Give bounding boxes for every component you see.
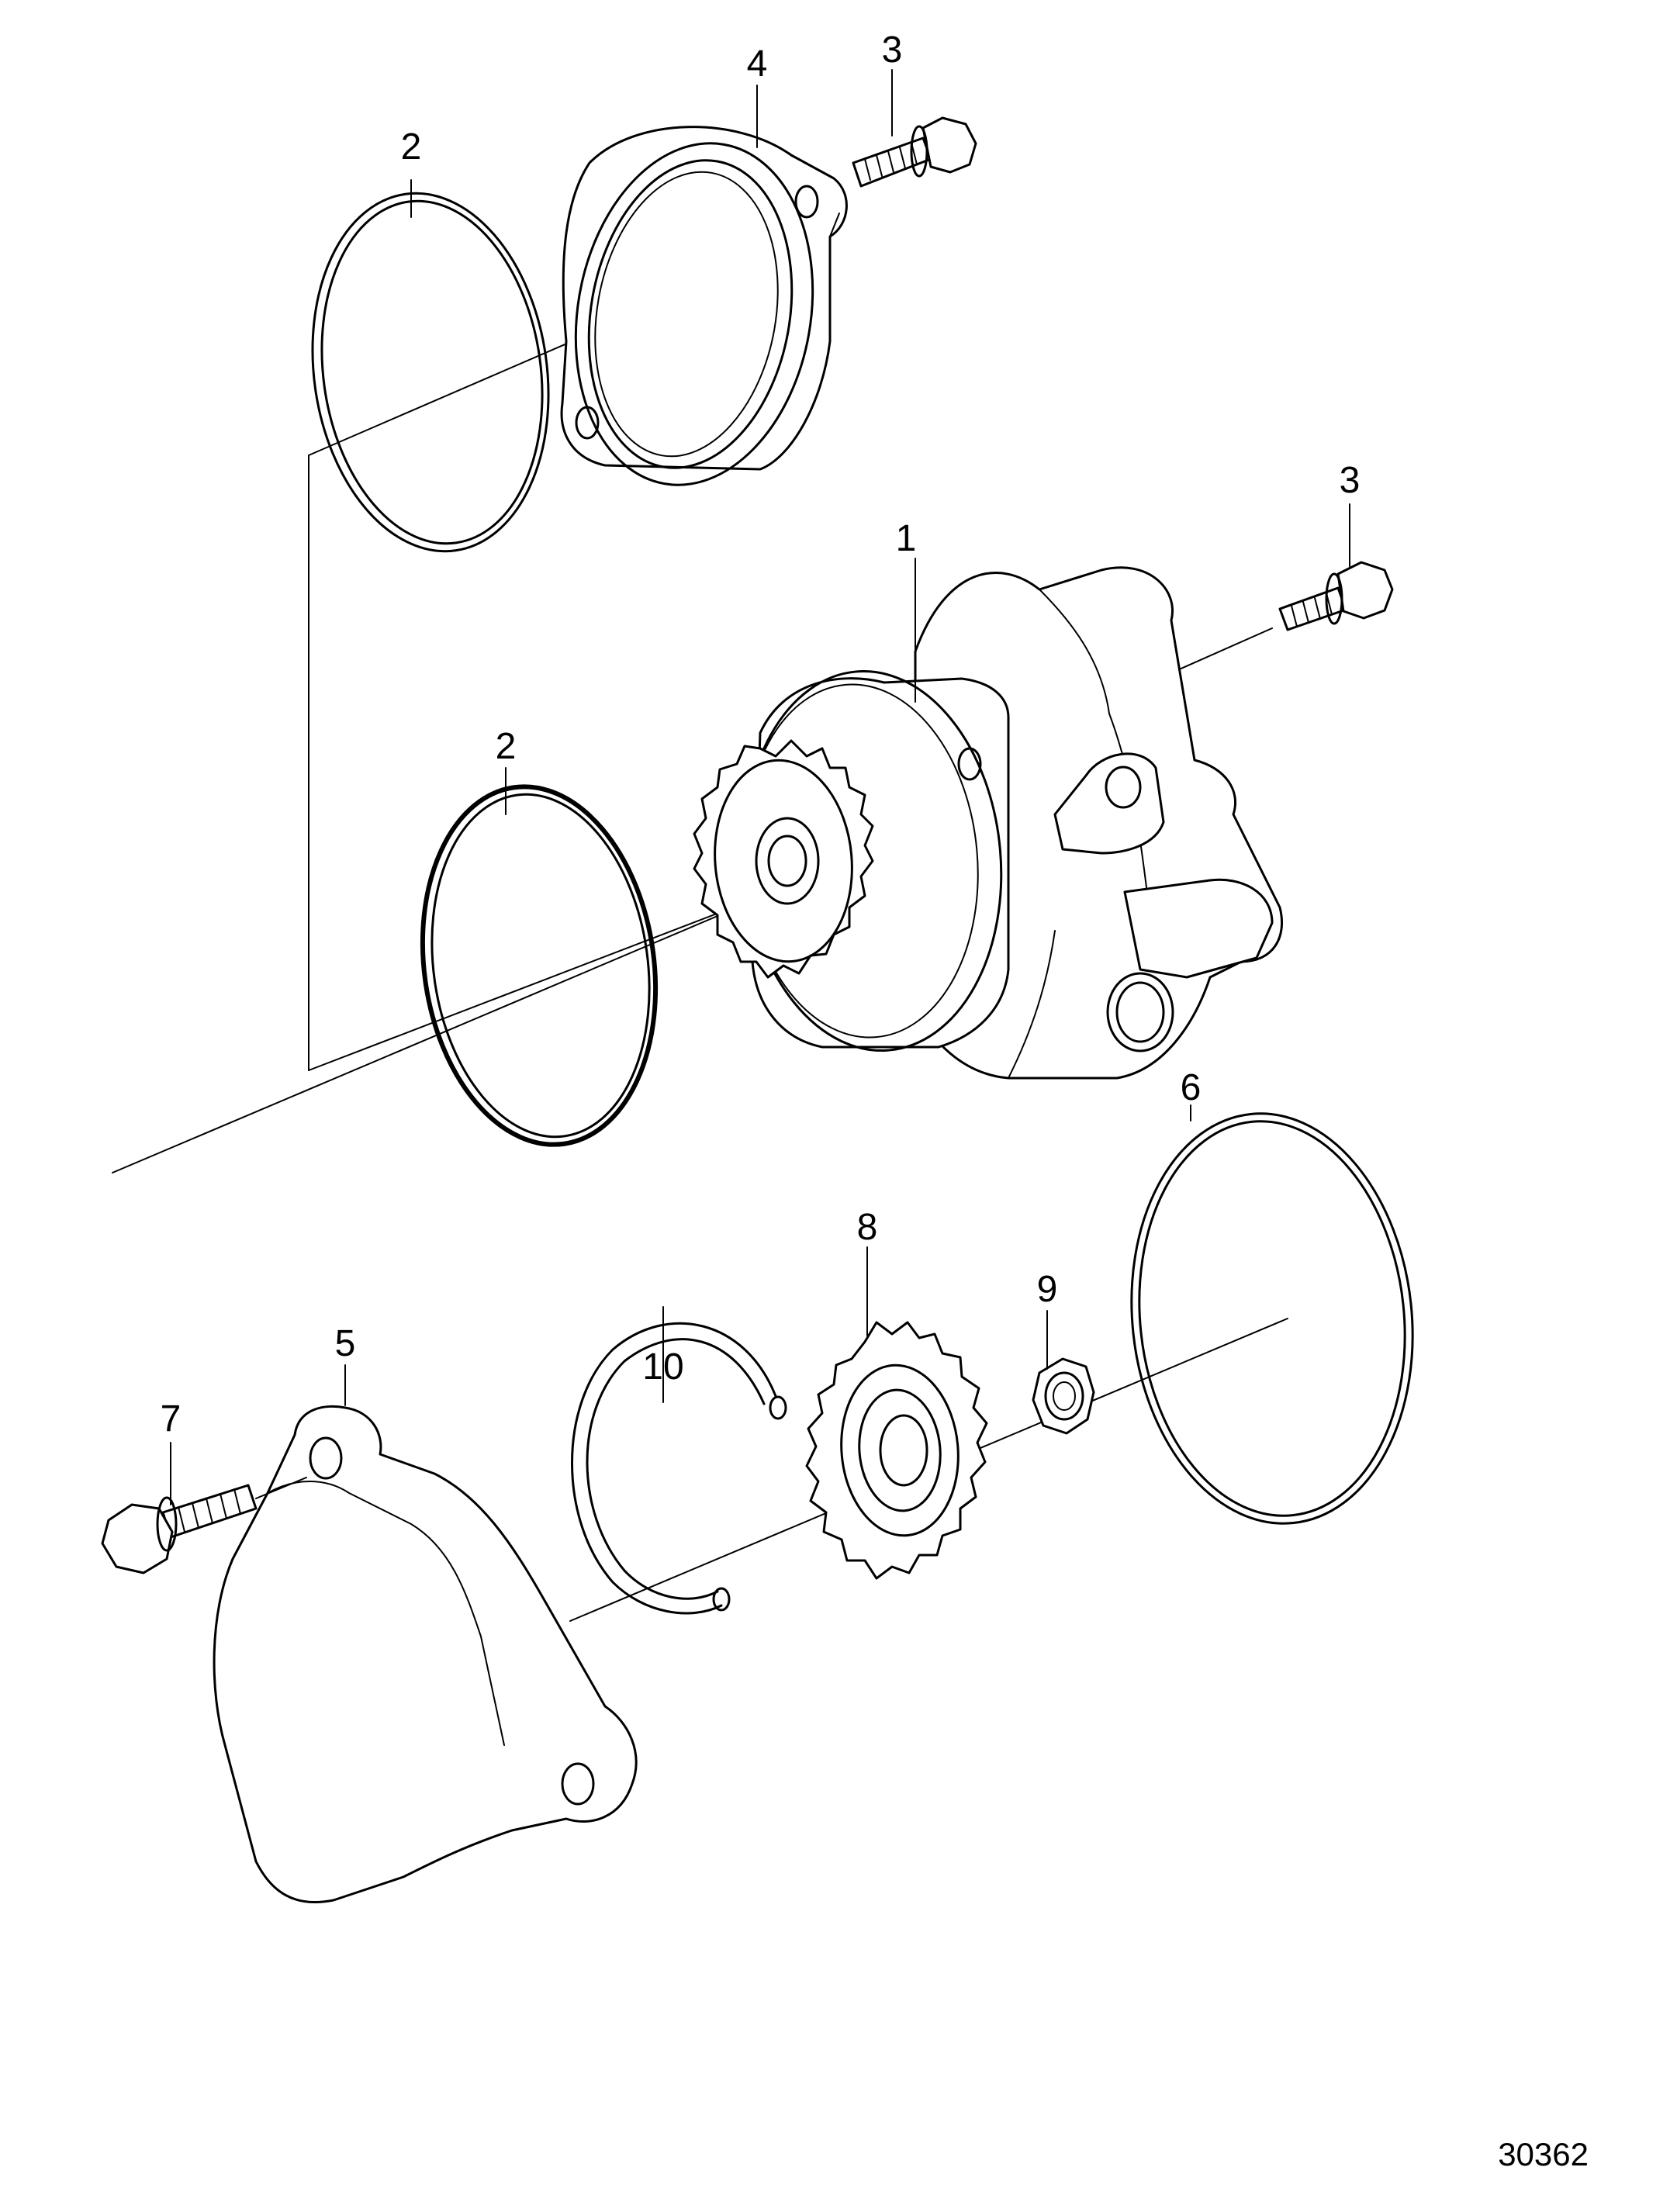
callout-1: 1 [896,518,917,559]
o-ring-top [311,192,550,553]
adapter-flange [560,126,848,486]
callout-2-middle: 2 [496,726,517,767]
drawing-number: 30362 [1498,2136,1589,2172]
callout-5: 5 [335,1323,356,1364]
callout-10: 10 [642,1346,683,1388]
callout-labels: 2 4 3 3 1 2 6 8 9 5 10 7 [161,29,1361,1440]
leader-lines [170,69,1350,1505]
bolt-middle [1278,561,1394,631]
callout-9: 9 [1037,1269,1058,1310]
nut [1032,1357,1095,1435]
callout-8: 8 [857,1207,878,1248]
gear [805,1321,988,1580]
circlip [571,1322,787,1615]
callout-2-top: 2 [401,126,422,168]
callout-3-top: 3 [882,29,903,71]
o-ring-large [1130,1112,1414,1525]
bolt-top [852,116,977,188]
bolt-bottom [101,1477,307,1574]
o-ring-middle [420,784,659,1147]
callout-3-middle: 3 [1340,460,1361,501]
pump-assembly [693,566,1284,1080]
callout-4: 4 [747,43,768,85]
cover [213,1405,638,1904]
callout-6: 6 [1181,1067,1202,1108]
callout-7: 7 [161,1398,182,1440]
